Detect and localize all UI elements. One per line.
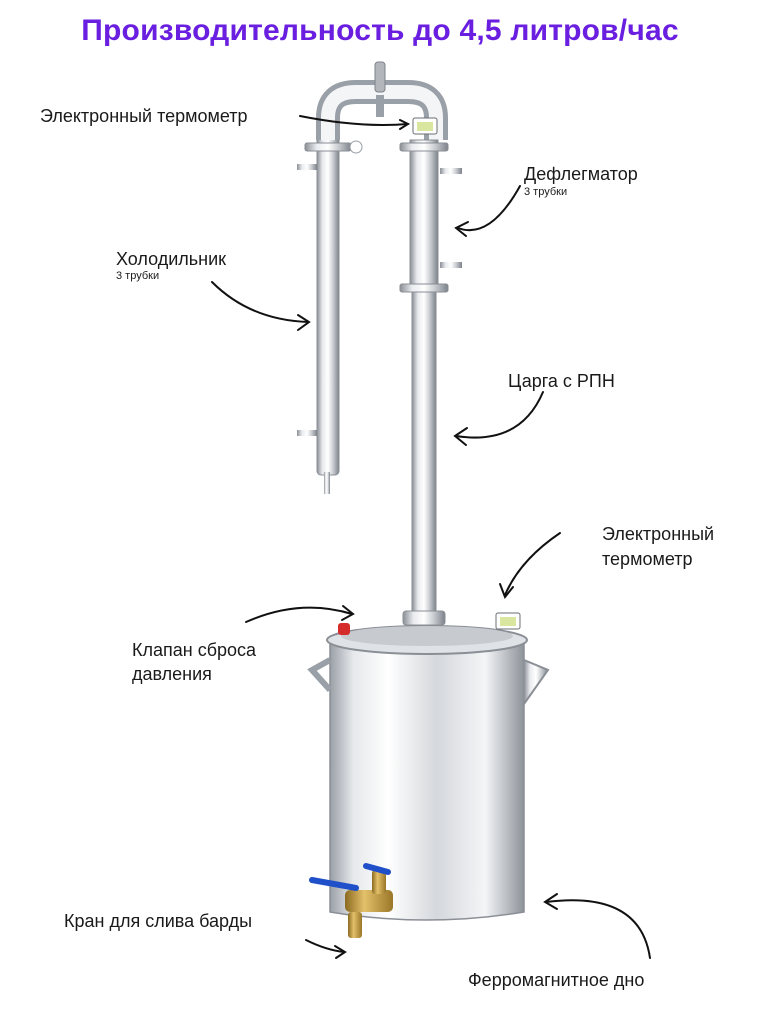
label-thermometer-top: Электронный термометр [40, 106, 248, 126]
label-condenser-sub: 3 трубки [116, 270, 160, 282]
label-valve-1: Клапан сброса [132, 640, 257, 660]
arrow-thermometer-bottom [504, 532, 561, 596]
label-column: Царга с РПН [508, 371, 615, 391]
tank [307, 612, 550, 921]
arrow-column [455, 391, 544, 439]
annotation-arrows [211, 115, 651, 959]
thermometer-top [412, 117, 438, 135]
column-pipe [399, 139, 462, 626]
drain-tap [309, 863, 393, 938]
label-valve-2: давления [132, 664, 212, 684]
label-ferro-bottom: Ферромагнитное дно [468, 970, 645, 990]
arrow-valve [245, 606, 353, 623]
label-condenser: Холодильник [116, 249, 227, 269]
page-title: Производительность до 4,5 литров/час [81, 14, 679, 47]
label-thermometer-bottom-1: Электронный [602, 524, 715, 544]
arrow-drain [305, 939, 345, 953]
label-drain-tap: Кран для слива барды [64, 911, 253, 931]
label-thermometer-bottom-2: термометр [602, 549, 693, 569]
arrow-dephlegmator [457, 185, 521, 232]
top-bend [316, 61, 448, 140]
condenser-pipe [297, 129, 363, 494]
label-dephlegmator: Дефлегматор [524, 164, 638, 184]
arrow-thermometer-top [299, 115, 409, 126]
arrow-condenser [211, 281, 309, 323]
label-dephlegmator-sub: 3 трубки [524, 186, 568, 198]
arrow-bottom [545, 899, 651, 959]
